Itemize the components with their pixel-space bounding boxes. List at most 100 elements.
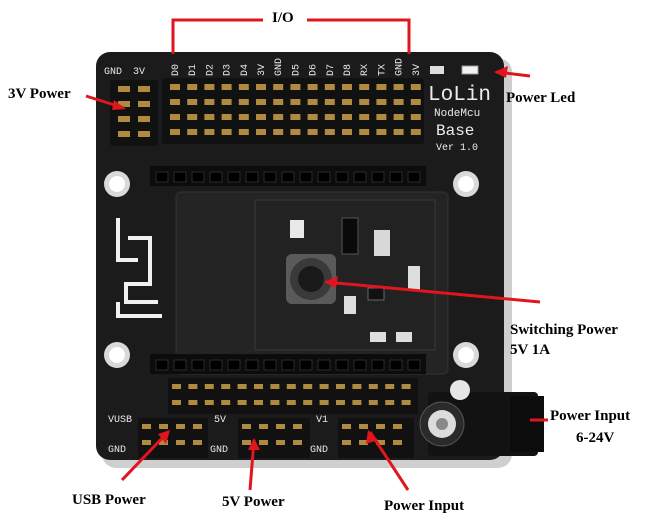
pin-label: 3V xyxy=(412,64,423,76)
header-pin xyxy=(410,114,421,120)
pin-label: RX xyxy=(360,64,371,76)
vusb-gnd-label: GND xyxy=(108,445,126,456)
header-pin xyxy=(256,129,266,135)
header-pin xyxy=(254,384,263,389)
header-slot xyxy=(173,171,187,183)
header-pin xyxy=(385,384,395,389)
pin-label: GND xyxy=(395,58,406,76)
header-slot xyxy=(371,359,385,371)
wemos-logo xyxy=(116,218,162,318)
header-pin xyxy=(290,114,301,120)
header-pin xyxy=(256,84,266,90)
header-pin xyxy=(172,400,181,405)
header-pin xyxy=(242,440,251,445)
header-pin xyxy=(376,129,387,135)
top-pin-header xyxy=(162,78,424,144)
regulator-ic xyxy=(341,217,359,255)
header-pin xyxy=(138,116,150,122)
header-pin xyxy=(393,440,402,445)
header-pin xyxy=(170,99,180,105)
header-pin xyxy=(368,384,378,389)
header-pin xyxy=(118,116,130,122)
header-pin xyxy=(170,129,180,135)
left-header-3v-label: 3V xyxy=(133,67,145,78)
io-label: I/O xyxy=(272,10,294,26)
header-pin xyxy=(359,99,370,105)
header-slot xyxy=(281,359,295,371)
power-led-part-left xyxy=(430,66,444,74)
header-pin xyxy=(238,129,249,135)
header-pin xyxy=(187,114,198,120)
header-pin xyxy=(324,114,335,120)
pin-label: GND xyxy=(274,58,285,76)
callout-switching-5v1a: 5V 1A xyxy=(510,342,551,358)
header-pin xyxy=(336,384,345,389)
header-pin xyxy=(242,424,251,429)
header-pin xyxy=(159,440,168,445)
header-pin xyxy=(410,129,421,135)
header-pin xyxy=(290,129,301,135)
header-pin xyxy=(256,99,266,105)
header-pin xyxy=(256,114,266,120)
header-pin xyxy=(319,384,329,389)
header-pin xyxy=(118,131,130,137)
header-pin xyxy=(319,400,329,405)
header-pin xyxy=(290,84,301,90)
v1-gnd-label: GND xyxy=(310,445,328,456)
header-pin xyxy=(410,99,421,105)
header-pin xyxy=(368,400,378,405)
header-pin xyxy=(376,114,387,120)
header-pin xyxy=(176,440,185,445)
header-pin xyxy=(324,129,335,135)
callout-arrowheads xyxy=(112,66,508,450)
v5-gnd-label: GND xyxy=(210,445,228,456)
header-pin xyxy=(393,424,402,429)
pin-label: D8 xyxy=(343,64,354,76)
header-pin xyxy=(237,400,247,405)
left-pins xyxy=(118,86,150,137)
header-pin xyxy=(204,400,214,405)
top-pins xyxy=(170,84,421,135)
header-slot xyxy=(335,171,349,183)
header-slot xyxy=(227,171,241,183)
header-slot xyxy=(245,171,259,183)
diode xyxy=(367,287,385,301)
header-slot xyxy=(299,171,313,183)
header-slot xyxy=(389,171,403,183)
header-pin xyxy=(293,424,302,429)
pin-label: D4 xyxy=(240,64,251,76)
header-pin xyxy=(393,129,404,135)
header-slot xyxy=(353,171,367,183)
callout-power-led: Power Led xyxy=(506,90,576,106)
header-pin xyxy=(324,84,335,90)
header-pin xyxy=(142,440,151,445)
header-pin xyxy=(307,84,318,90)
header-pin xyxy=(170,114,180,120)
regulator-outline xyxy=(254,199,436,351)
header-pin xyxy=(237,384,247,389)
header-slot xyxy=(317,359,331,371)
header-slot xyxy=(263,171,277,183)
pin-label: TX xyxy=(377,64,388,76)
resistor-a xyxy=(408,266,420,290)
header-slot xyxy=(407,171,421,183)
header-pin xyxy=(273,99,284,105)
header-slot xyxy=(191,171,205,183)
header-pin xyxy=(385,400,395,405)
brand-version: Ver 1.0 xyxy=(436,143,478,154)
header-pin xyxy=(359,424,368,429)
header-pin xyxy=(393,84,404,90)
header-pin xyxy=(336,400,345,405)
header-slot xyxy=(317,171,331,183)
v5-label: 5V xyxy=(214,415,226,426)
header-pin xyxy=(342,114,352,120)
brand-base: Base xyxy=(436,122,474,140)
header-pin xyxy=(401,384,411,389)
header-pin xyxy=(273,114,284,120)
header-slot xyxy=(209,171,223,183)
header-pin xyxy=(238,114,249,120)
header-slot xyxy=(155,359,169,371)
pin-label: D0 xyxy=(171,64,182,76)
callout-power-input-bottom: Power Input xyxy=(384,498,465,514)
